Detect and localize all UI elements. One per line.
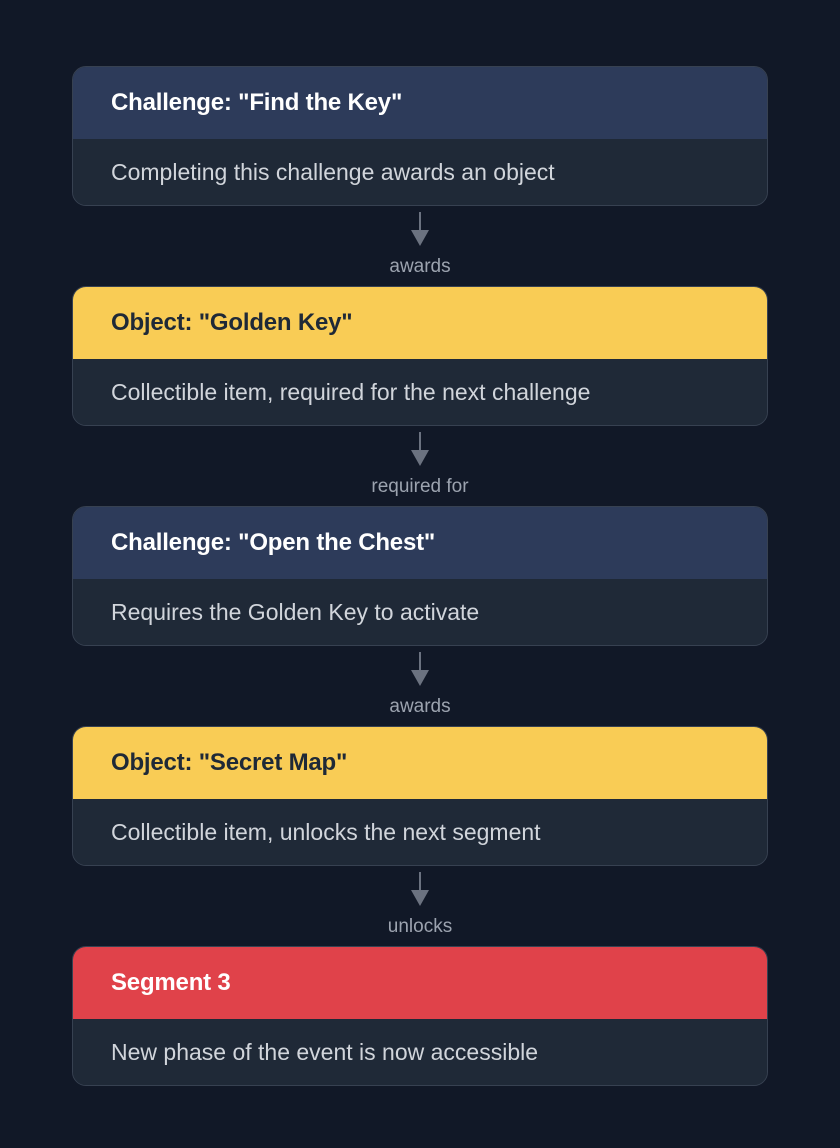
node-title: Challenge: "Find the Key"	[73, 67, 767, 139]
object-node-secret-map: Object: "Secret Map" Collectible item, u…	[72, 726, 768, 866]
node-title: Segment 3	[73, 947, 767, 1019]
segment-node-3: Segment 3 New phase of the event is now …	[72, 946, 768, 1086]
node-description: Requires the Golden Key to activate	[73, 579, 767, 645]
node-description: Collectible item, unlocks the next segme…	[73, 799, 767, 865]
connector-label: required for	[371, 476, 469, 497]
connector-unlocks: unlocks	[72, 866, 768, 946]
connector-required-for: required for	[72, 426, 768, 506]
node-description: New phase of the event is now accessible	[73, 1019, 767, 1085]
arrow-down-icon	[411, 450, 429, 466]
node-title: Object: "Golden Key"	[73, 287, 767, 359]
flow-diagram: Challenge: "Find the Key" Completing thi…	[72, 66, 768, 1086]
connector-awards: awards	[72, 646, 768, 726]
connector-line	[419, 872, 421, 890]
connector-line	[419, 212, 421, 230]
arrow-down-icon	[411, 670, 429, 686]
node-title: Challenge: "Open the Chest"	[73, 507, 767, 579]
connector-label: awards	[389, 256, 451, 277]
connector-line	[419, 652, 421, 670]
connector-line	[419, 432, 421, 450]
object-node-golden-key: Object: "Golden Key" Collectible item, r…	[72, 286, 768, 426]
connector-awards: awards	[72, 206, 768, 286]
connector-label: unlocks	[387, 916, 453, 937]
challenge-node-find-the-key: Challenge: "Find the Key" Completing thi…	[72, 66, 768, 206]
challenge-node-open-the-chest: Challenge: "Open the Chest" Requires the…	[72, 506, 768, 646]
arrow-down-icon	[411, 890, 429, 906]
node-title: Object: "Secret Map"	[73, 727, 767, 799]
node-description: Completing this challenge awards an obje…	[73, 139, 767, 205]
arrow-down-icon	[411, 230, 429, 246]
connector-label: awards	[389, 696, 451, 717]
node-description: Collectible item, required for the next …	[73, 359, 767, 425]
